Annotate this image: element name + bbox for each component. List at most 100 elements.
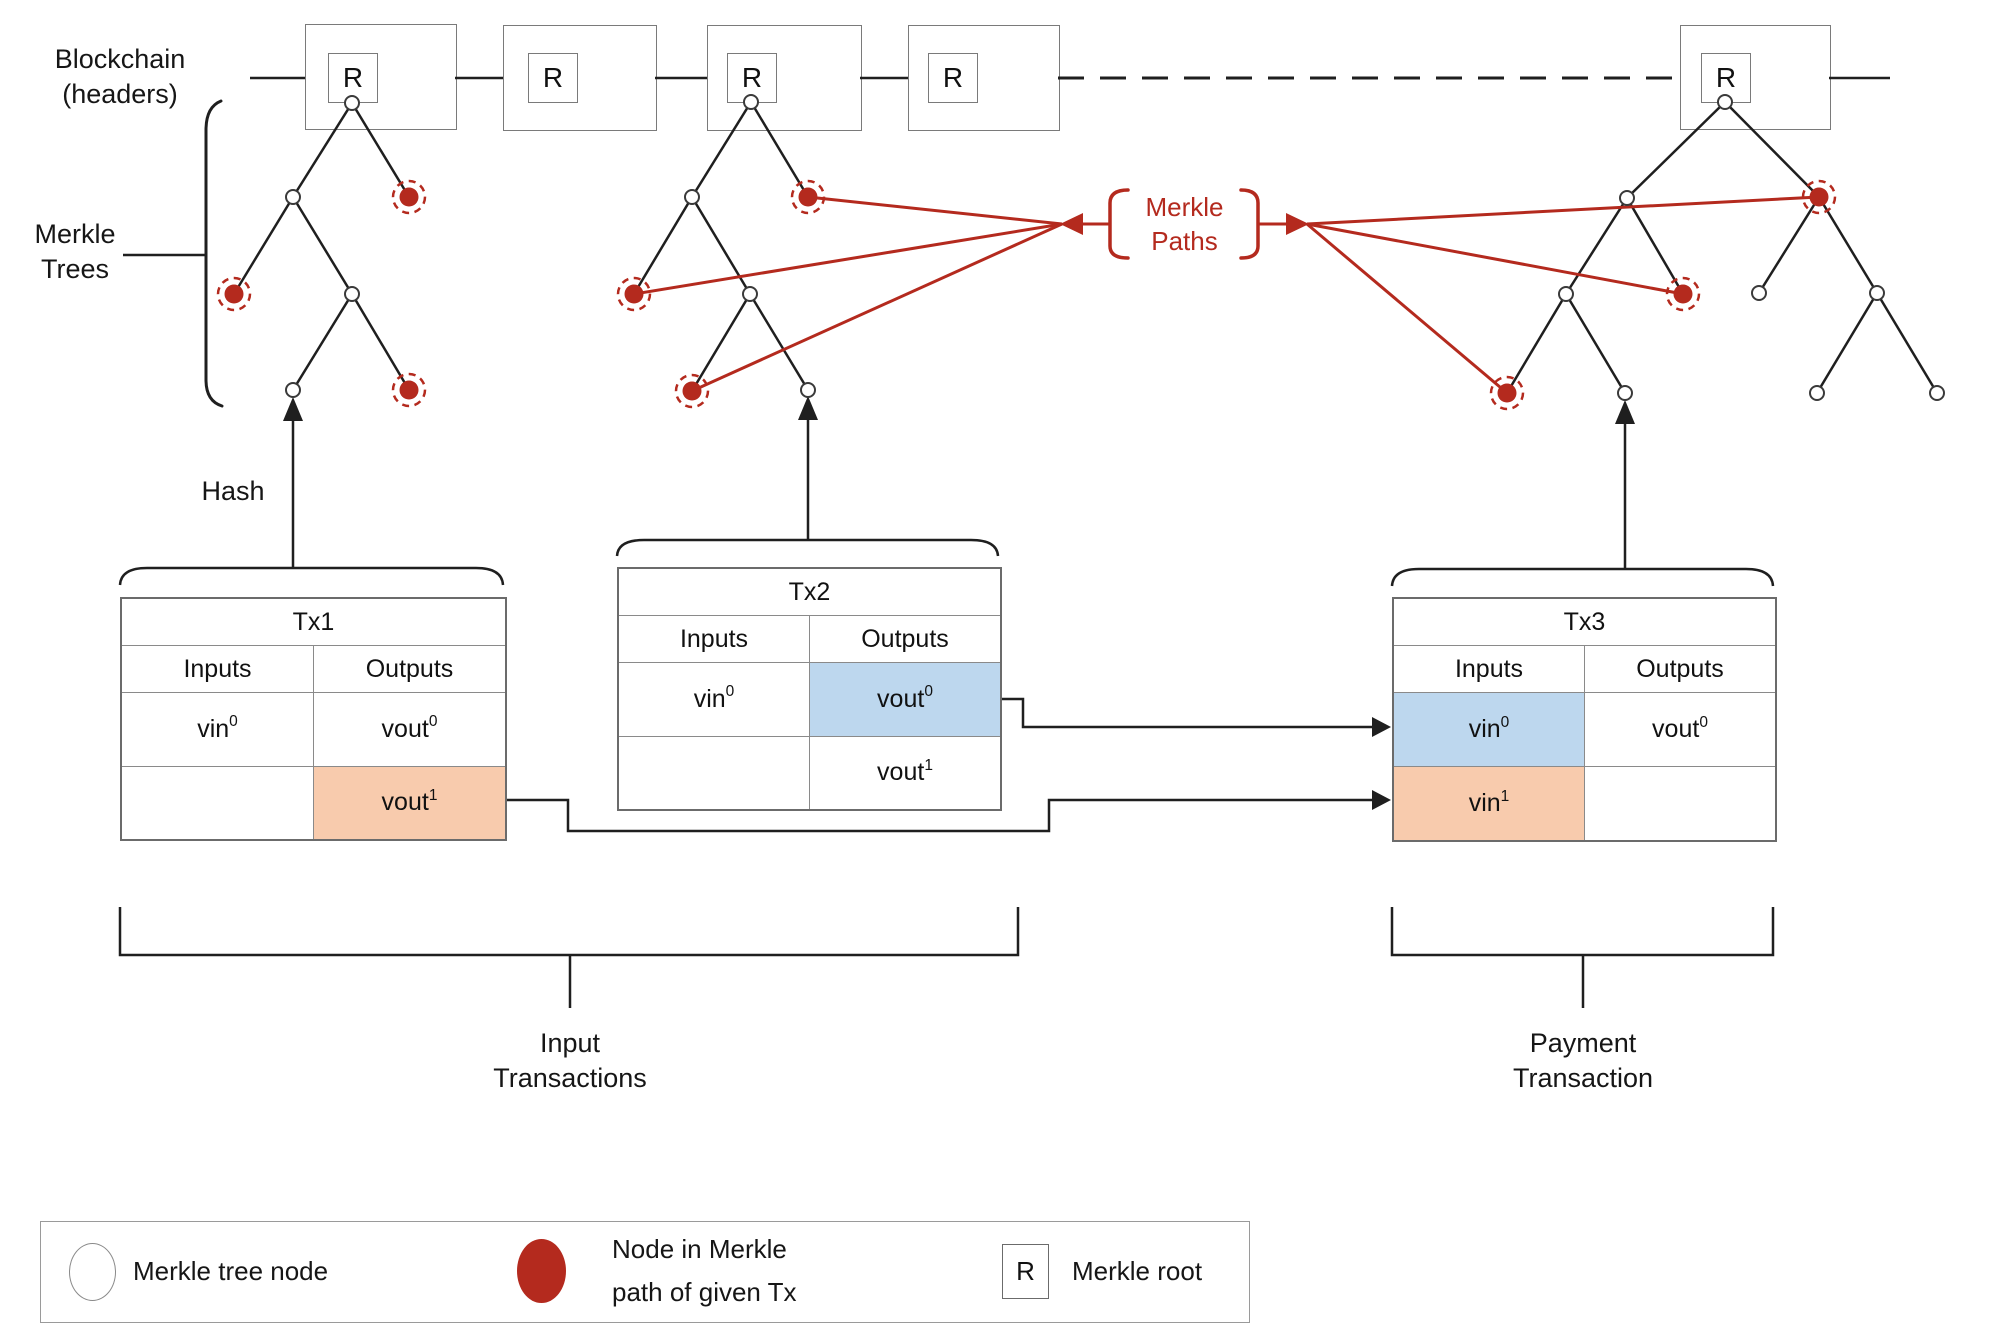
merkle-path-node-icon (517, 1239, 566, 1303)
tx2-inputs-header: Inputs (619, 616, 810, 662)
merkle-tree-node (1929, 385, 1945, 401)
merkle-path-node (399, 187, 419, 207)
merkle-root-letter: R (1016, 1256, 1035, 1286)
merkle-tree-2-edges (632, 101, 810, 392)
hash-arrow-tx1 (283, 397, 303, 568)
merkle-root-badge-4: R (928, 53, 978, 103)
payment-transaction-label: Payment Transaction (1512, 1028, 1654, 1093)
tx3-title: Tx3 (1394, 599, 1775, 646)
input-transactions-label: Input Transactions (493, 1028, 647, 1093)
merkle-path-node-ring (1489, 375, 1525, 411)
tx1-cap (118, 566, 505, 586)
left-arrowhead (1060, 213, 1083, 235)
hash-label: Hash (201, 476, 265, 506)
merkle-path-node-ring (616, 276, 652, 312)
merkle-root-letter: R (1715, 62, 1737, 93)
merkle-path-node (399, 380, 419, 400)
connector-tx1-vout1-to-tx3-vin1 (503, 790, 1391, 833)
tx2-cap (615, 538, 1000, 557)
merkle-path-node-ring (1665, 276, 1701, 312)
hash-arrow-tx3 (1615, 400, 1635, 569)
merkle-path-node (624, 284, 644, 304)
blockchain-headers-label: Blockchain (headers) (54, 44, 186, 110)
merkle-root-letter: R (342, 62, 364, 93)
merkle-path-node (224, 284, 244, 304)
input-transactions-bracket (118, 907, 1020, 1008)
tx3-inputs-header: Inputs (1394, 646, 1585, 692)
merkle-path-fan-left (633, 195, 1110, 393)
merkle-path-node (1673, 284, 1693, 304)
merkle-tree-node (1751, 285, 1767, 301)
merkle-tree-1-edges (232, 102, 411, 391)
merkle-tree-node (285, 189, 301, 205)
connector-tx2-vout0-to-tx3-vin0 (998, 697, 1391, 737)
hash-arrow-tx2 (798, 396, 818, 540)
merkle-tree-node (1619, 190, 1635, 206)
merkle-tree-node (1809, 385, 1825, 401)
merkle-path-node-ring (216, 276, 252, 312)
legend (40, 1221, 1250, 1323)
merkle-path-node-ring (1801, 179, 1837, 215)
merkle-tree-node (684, 189, 700, 205)
tx1-inputs-header: Inputs (122, 646, 314, 692)
merkle-tree-node (800, 382, 816, 398)
merkle-tree-node (285, 382, 301, 398)
merkle-root-badge-1: R (328, 53, 378, 103)
merkle-trees-brace (123, 99, 224, 408)
merkle-tree-node (1558, 286, 1574, 302)
merkle-path-node-ring (674, 373, 710, 409)
merkle-tree-node (1717, 94, 1733, 110)
merkle-tree-node (743, 94, 759, 110)
merkle-path-node-ring (391, 179, 427, 215)
tx3-outputs-header: Outputs (1636, 654, 1724, 683)
merkle-path-node (1497, 383, 1517, 403)
merkle-path-fan-right (1258, 195, 1820, 395)
merkle-root-letter: R (741, 62, 763, 93)
tx1-outputs-header: Outputs (365, 654, 454, 683)
tx3-empty-cell (1585, 767, 1775, 840)
tx2-title: Tx2 (619, 569, 1000, 616)
legend-path-node-label: Node in Merkle path of given Tx (612, 1234, 797, 1307)
tx1-empty-cell (122, 766, 314, 839)
merkle-root-icon: R (1002, 1244, 1049, 1299)
legend-node-label: Merkle tree node (133, 1256, 329, 1286)
merkle-paths-brackets (1108, 188, 1260, 260)
tx2-outputs-header: Outputs (861, 624, 949, 653)
merkle-path-node-ring (391, 372, 427, 408)
merkle-path-node-ring (790, 179, 826, 215)
merkle-path-node (682, 381, 702, 401)
merkle-root-letter: R (942, 62, 964, 93)
merkle-paths-label: Merkle Paths (1145, 192, 1224, 256)
merkle-tree-node (742, 286, 758, 302)
merkle-tree-node-icon (69, 1243, 116, 1301)
merkle-root-letter: R (542, 62, 564, 93)
payment-transaction-bracket (1390, 907, 1775, 1008)
right-arrowhead (1286, 213, 1309, 235)
merkle-tree-node (1869, 285, 1885, 301)
tx1-title: Tx1 (122, 599, 505, 646)
merkle-tree-nodes (216, 94, 1945, 411)
merkle-path-node (798, 187, 818, 207)
tx3-cap (1390, 567, 1775, 587)
legend-root-label: Merkle root (1072, 1256, 1203, 1286)
merkle-root-badge-2: R (528, 53, 578, 103)
merkle-tree-3-edges (1505, 101, 1939, 394)
merkle-path-node (1809, 187, 1829, 207)
tx2-empty-cell (619, 736, 810, 809)
merkle-trees-label: Merkle Trees (34, 219, 116, 285)
merkle-tree-node (344, 286, 360, 302)
